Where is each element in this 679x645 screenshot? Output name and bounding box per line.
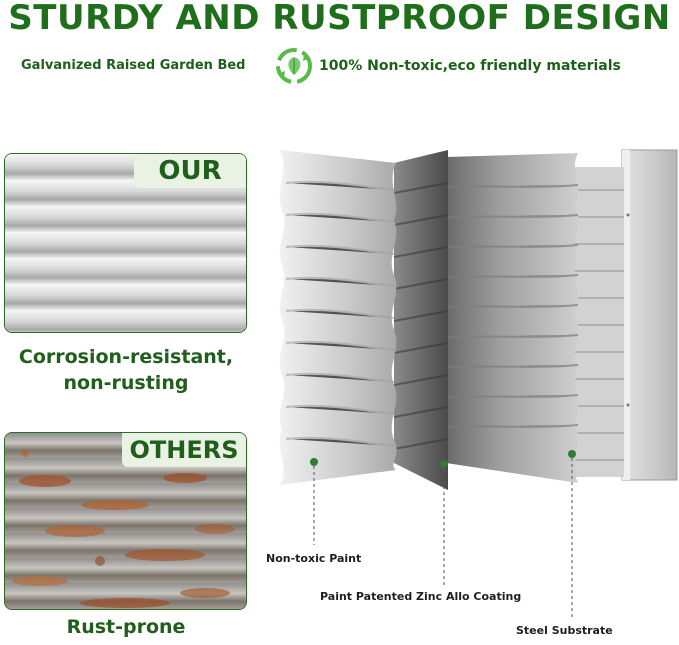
zinc-marker — [440, 460, 448, 468]
our-caption-line2: non-rusting — [63, 372, 189, 394]
subtitle-eco: 100% Non-toxic,eco friendly materials — [319, 58, 621, 74]
our-material-panel: OUR — [4, 153, 247, 333]
our-tag: OUR — [134, 154, 246, 188]
steel-layers-illustration — [279, 149, 678, 617]
others-caption: Rust-prone — [66, 616, 186, 638]
paint-layer-label: Non-toxic Paint — [266, 552, 362, 565]
our-caption-line1: Corrosion-resistant, — [18, 346, 234, 368]
paint-marker — [310, 458, 318, 466]
subtitle-product: Galvanized Raised Garden Bed — [21, 58, 246, 73]
zinc-coating-label: Paint Patented Zinc Allo Coating — [320, 590, 522, 603]
our-caption: Corrosion-resistant, non-rusting — [0, 344, 252, 396]
others-material-panel: OTHERS — [4, 432, 247, 610]
steel-marker — [568, 450, 576, 458]
others-tag: OTHERS — [122, 433, 246, 467]
page-title: STURDY AND RUSTPROOF DESIGN — [8, 0, 671, 38]
steel-substrate-label: Steel Substrate — [516, 624, 613, 637]
recycle-leaf-icon — [276, 48, 312, 84]
galvanized-steel-image — [5, 154, 246, 332]
